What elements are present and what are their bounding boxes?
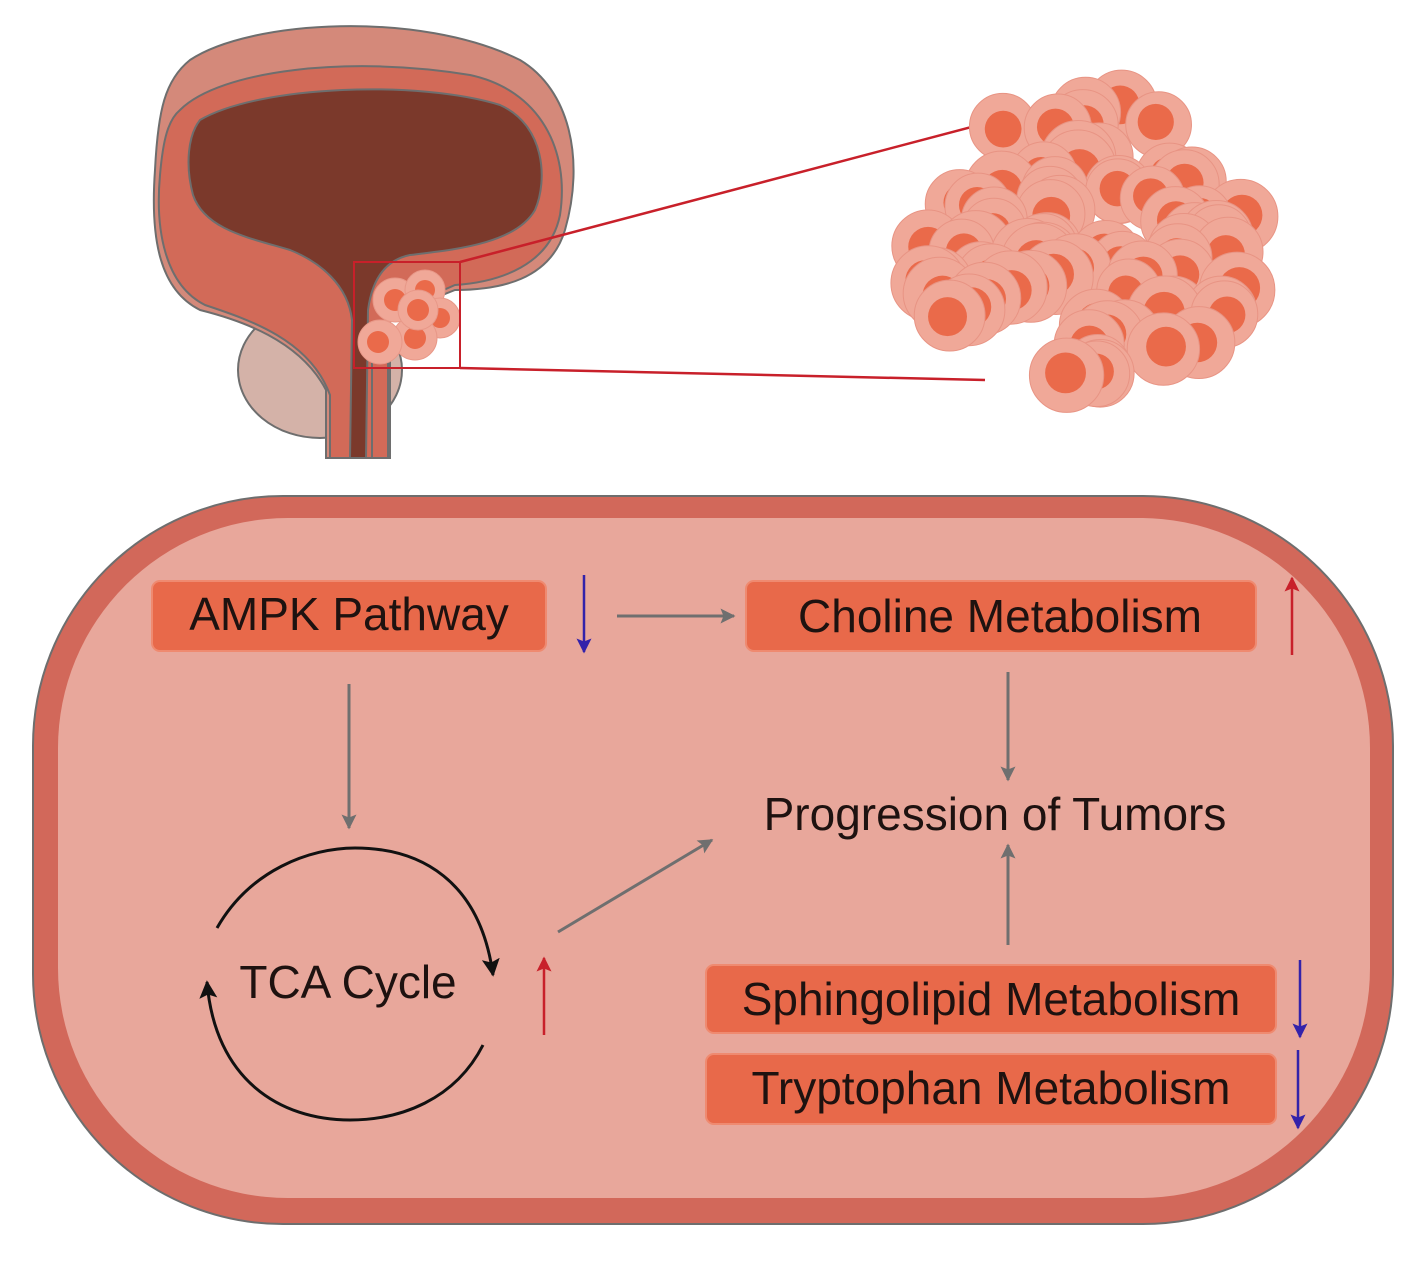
node-sphingolipid-label: Sphingolipid Metabolism bbox=[742, 973, 1241, 1025]
node-tca-label: TCA Cycle bbox=[239, 956, 456, 1008]
node-tryptophan: Tryptophan Metabolism bbox=[705, 1053, 1277, 1125]
tumor-cell-nucleus bbox=[1137, 103, 1174, 141]
node-tryptophan-box bbox=[705, 1053, 1277, 1125]
zoom-line-bottom bbox=[459, 366, 986, 382]
node-ampk-box bbox=[151, 580, 547, 652]
node-choline-label: Choline Metabolism bbox=[798, 590, 1202, 642]
node-choline-box bbox=[745, 580, 1257, 652]
tca-cycle-arrow-bottom-icon bbox=[199, 980, 485, 1122]
pathway-edges bbox=[341, 608, 1016, 945]
edge-tca-to-progression-arrow-icon bbox=[557, 838, 714, 934]
regulation-indicators bbox=[536, 575, 1308, 1130]
tca-cycle-arrow-top-icon bbox=[215, 846, 500, 977]
bladder-prostate-illustration bbox=[152, 25, 999, 459]
node-sphingolipid: Sphingolipid Metabolism bbox=[705, 964, 1277, 1034]
node-progression-label: Progression of Tumors bbox=[764, 788, 1227, 840]
tumor-cell-nucleus bbox=[928, 297, 967, 337]
node-tryptophan-label: Tryptophan Metabolism bbox=[752, 1062, 1231, 1114]
tumor-cell-nucleus bbox=[984, 110, 1022, 148]
zoom-box bbox=[353, 261, 461, 369]
zoom-line-top bbox=[459, 118, 999, 264]
node-tca: TCA Cycle bbox=[199, 846, 500, 1122]
node-ampk: AMPK Pathway bbox=[151, 580, 547, 652]
node-sphingolipid-box bbox=[705, 964, 1277, 1034]
tumor-cell-cluster-magnified bbox=[890, 69, 1279, 413]
small-tumor-cluster bbox=[357, 269, 460, 365]
tumor-cell-nucleus bbox=[1045, 352, 1086, 394]
node-ampk-label: AMPK Pathway bbox=[189, 588, 509, 640]
bladder-lumen bbox=[187, 88, 543, 459]
node-choline: Choline Metabolism bbox=[745, 580, 1257, 652]
tumor-cell-nucleus bbox=[1146, 326, 1186, 367]
node-progression: Progression of Tumors bbox=[764, 788, 1227, 840]
